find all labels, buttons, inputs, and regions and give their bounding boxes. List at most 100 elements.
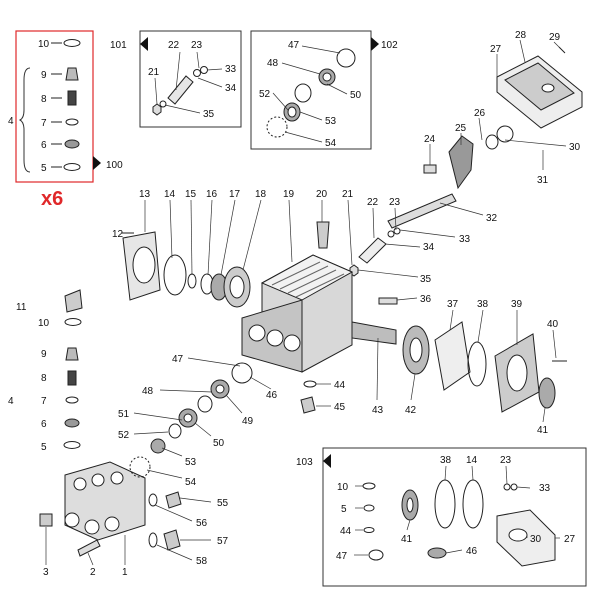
label-13: 13 xyxy=(139,189,151,200)
label-5b: 5 xyxy=(41,442,47,453)
label-47a: 47 xyxy=(288,40,300,51)
kit-101-frame xyxy=(139,30,242,128)
label-k8: 8 xyxy=(41,94,47,105)
label-17: 17 xyxy=(229,189,241,200)
label-k9: 9 xyxy=(41,70,47,81)
label-k7: 7 xyxy=(41,118,47,129)
label-11: 11 xyxy=(16,302,27,313)
label-49: 49 xyxy=(242,416,254,427)
label-k10: 10 xyxy=(38,39,50,50)
kit-100-frame xyxy=(15,30,94,183)
label-36: 36 xyxy=(420,294,432,305)
manifold-head-assembly xyxy=(39,289,182,557)
label-7b: 7 xyxy=(41,396,47,407)
label-26: 26 xyxy=(474,108,486,119)
label-53b: 53 xyxy=(185,457,197,468)
label-21a: 21 xyxy=(148,67,160,78)
label-21b: 21 xyxy=(342,189,354,200)
kit-102-frame xyxy=(250,30,372,150)
label-d33: 33 xyxy=(539,483,551,494)
rear-cover-assembly xyxy=(423,46,583,190)
label-d27: 27 xyxy=(564,534,576,545)
label-53a: 53 xyxy=(325,116,337,127)
label-d10: 10 xyxy=(337,482,349,493)
label-35a: 35 xyxy=(203,109,215,120)
kit-101-pointer xyxy=(140,37,148,51)
label-2: 2 xyxy=(90,567,96,578)
label-d14: 14 xyxy=(466,455,478,466)
label-22a: 22 xyxy=(168,40,180,51)
right-bearing-stack xyxy=(402,321,567,413)
label-k5: 5 xyxy=(41,163,47,174)
label-30: 30 xyxy=(569,142,581,153)
label-33a: 33 xyxy=(225,64,237,75)
label-d38: 38 xyxy=(440,455,452,466)
leader-lines xyxy=(45,39,567,566)
label-10b: 10 xyxy=(38,318,50,329)
label-41: 41 xyxy=(537,425,549,436)
label-33b: 33 xyxy=(459,234,471,245)
label-1: 1 xyxy=(122,567,128,578)
label-31: 31 xyxy=(537,175,549,186)
label-22b: 22 xyxy=(367,197,379,208)
label-27: 27 xyxy=(490,44,502,55)
label-9b: 9 xyxy=(41,349,47,360)
pump-crankcase xyxy=(241,254,398,373)
left-bearing-stack xyxy=(122,231,251,308)
kit-4-bracket xyxy=(18,67,31,173)
label-32: 32 xyxy=(486,213,498,224)
label-28: 28 xyxy=(515,30,527,41)
kit-102-parts xyxy=(266,48,356,138)
kit-103-parts xyxy=(362,479,556,567)
label-16: 16 xyxy=(206,189,218,200)
kit-102-pointer xyxy=(371,37,379,51)
label-4b: 4 xyxy=(8,396,14,407)
label-k4: 4 xyxy=(8,116,14,127)
label-23b: 23 xyxy=(389,197,401,208)
kit-103-frame xyxy=(322,447,587,587)
label-50a: 50 xyxy=(350,90,362,101)
label-d47: 47 xyxy=(336,551,348,562)
label-51: 51 xyxy=(118,409,130,420)
callout-labels: 10 9 8 4 7 6 5 100 101 22 23 33 21 34 35… xyxy=(8,30,581,578)
label-56: 56 xyxy=(196,518,208,529)
label-14: 14 xyxy=(164,189,176,200)
label-55: 55 xyxy=(217,498,229,509)
label-d44: 44 xyxy=(340,526,352,537)
label-18: 18 xyxy=(255,189,267,200)
label-58: 58 xyxy=(196,556,208,567)
label-54a: 54 xyxy=(325,138,337,149)
label-19: 19 xyxy=(283,189,295,200)
label-45: 45 xyxy=(334,402,346,413)
label-k100: 100 xyxy=(106,160,123,171)
label-37: 37 xyxy=(447,299,459,310)
label-38: 38 xyxy=(477,299,489,310)
label-35b: 35 xyxy=(420,274,432,285)
label-3: 3 xyxy=(43,567,49,578)
label-8b: 8 xyxy=(41,373,47,384)
label-20: 20 xyxy=(316,189,328,200)
label-24: 24 xyxy=(424,134,436,145)
label-23a: 23 xyxy=(191,40,203,51)
label-48a: 48 xyxy=(267,58,279,69)
label-d5: 5 xyxy=(341,504,347,515)
label-6b: 6 xyxy=(41,419,47,430)
label-15: 15 xyxy=(185,189,197,200)
kit-103-pointer xyxy=(323,454,331,468)
label-39: 39 xyxy=(511,299,523,310)
label-25: 25 xyxy=(455,123,467,134)
shaft-assembly xyxy=(122,193,457,277)
label-d23: 23 xyxy=(500,455,512,466)
label-101: 101 xyxy=(110,40,127,51)
label-50b: 50 xyxy=(213,438,225,449)
label-29: 29 xyxy=(549,32,561,43)
label-44: 44 xyxy=(334,380,346,391)
piston-seal-stack xyxy=(129,362,317,478)
label-k6: 6 xyxy=(41,140,47,151)
label-103: 103 xyxy=(296,457,313,468)
label-46: 46 xyxy=(266,390,278,401)
label-12: 12 xyxy=(112,229,124,240)
label-102: 102 xyxy=(381,40,398,51)
label-34b: 34 xyxy=(423,242,435,253)
